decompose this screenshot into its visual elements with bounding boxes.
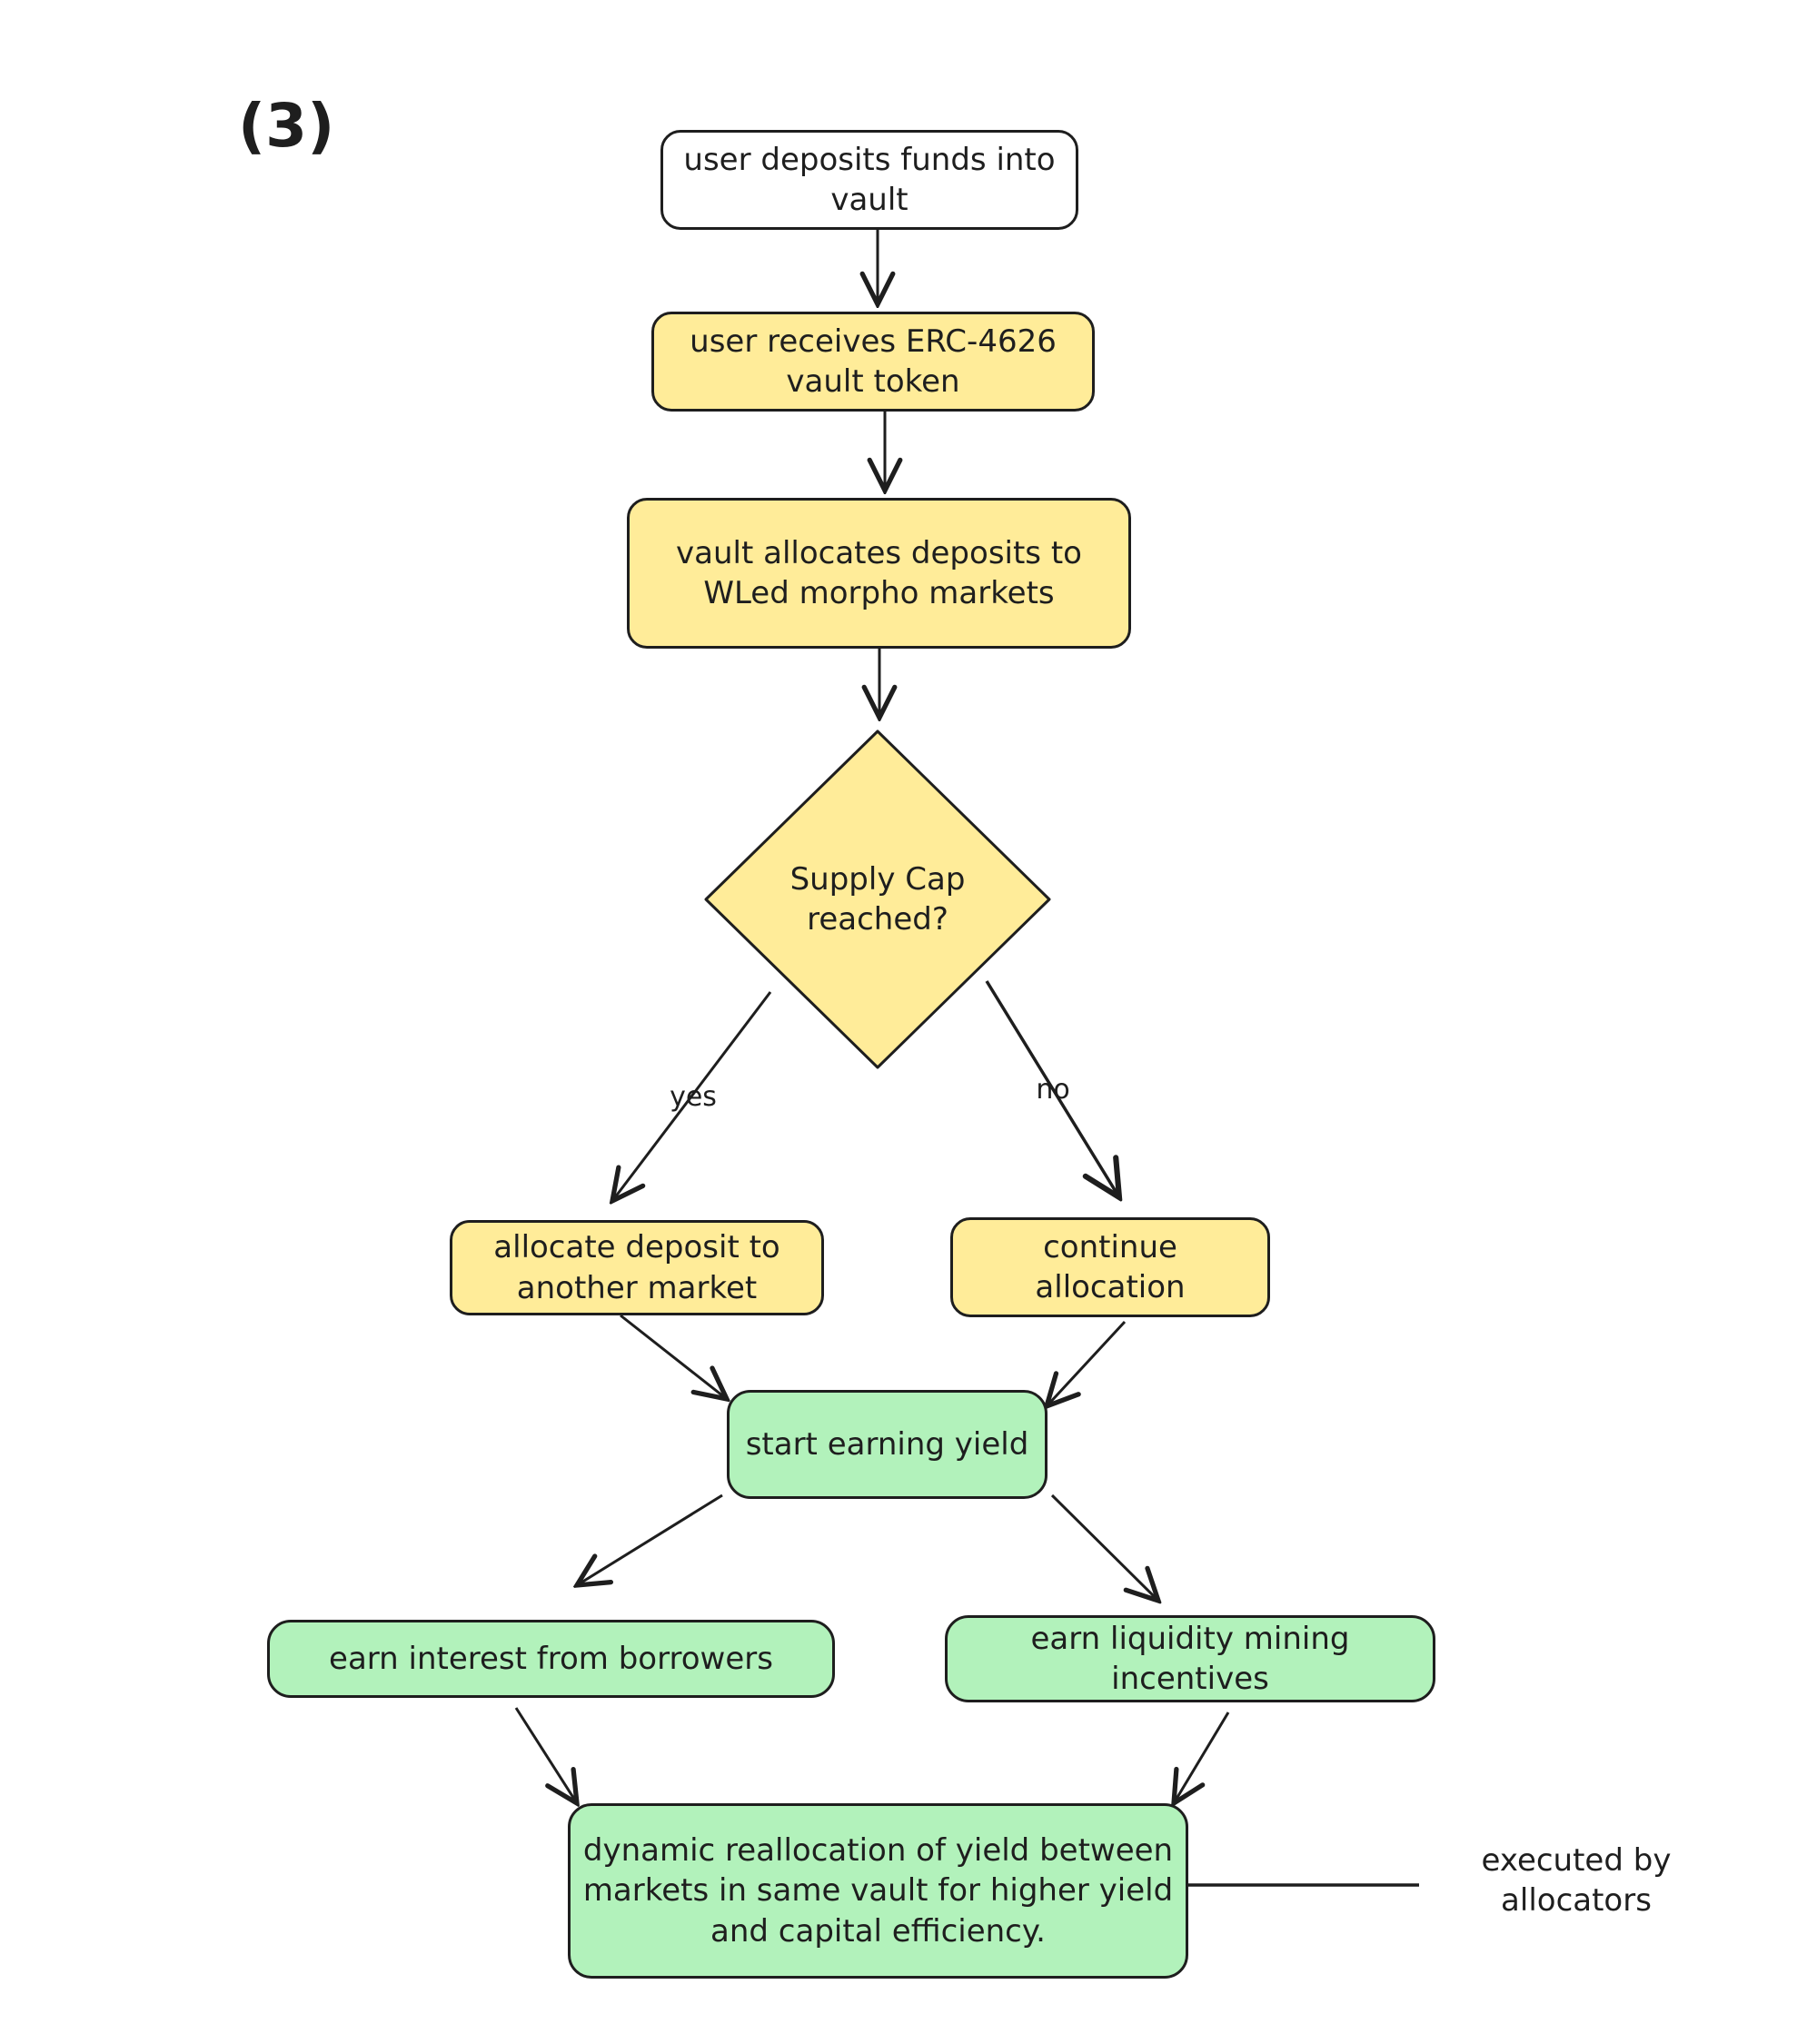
edge-incentives-to-realloc — [1174, 1712, 1230, 1803]
edge-interest-to-realloc — [514, 1707, 577, 1803]
node-earn-interest: earn interest from borrowers — [267, 1620, 835, 1698]
edge-othermarket-to-yield — [620, 1314, 727, 1399]
edge-label-yes: yes — [670, 1081, 717, 1113]
node-user-deposits: user deposits funds into vault — [660, 130, 1078, 230]
step-number: (3) — [238, 91, 335, 161]
edge-decision-no — [985, 980, 1119, 1197]
node-continue-allocation: continue allocation — [950, 1217, 1270, 1317]
node-start-earning-yield: start earning yield — [727, 1390, 1048, 1499]
edge-continue-to-yield — [1047, 1320, 1127, 1406]
edge-yield-to-interest — [577, 1493, 723, 1585]
edge-label-no: no — [1036, 1074, 1070, 1106]
annotation-executed-by-allocators: executed by allocators — [1481, 1842, 1672, 1920]
node-dynamic-reallocation: dynamic reallocation of yield between ma… — [568, 1803, 1188, 1979]
node-earn-incentives: earn liquidity mining incentives — [945, 1615, 1435, 1702]
supply-cap-diamond — [704, 729, 1051, 1069]
edge-yield-to-incentives — [1050, 1493, 1158, 1601]
edge-decision-yes — [612, 991, 772, 1201]
node-allocate-another-market: allocate deposit to another market — [450, 1220, 824, 1315]
node-receive-token: user receives ERC-4626 vault token — [651, 312, 1095, 412]
decision-supply-cap-text: Supply Cap reached? — [789, 860, 966, 938]
node-vault-allocates: vault allocates deposits to WLed morpho … — [627, 498, 1131, 649]
